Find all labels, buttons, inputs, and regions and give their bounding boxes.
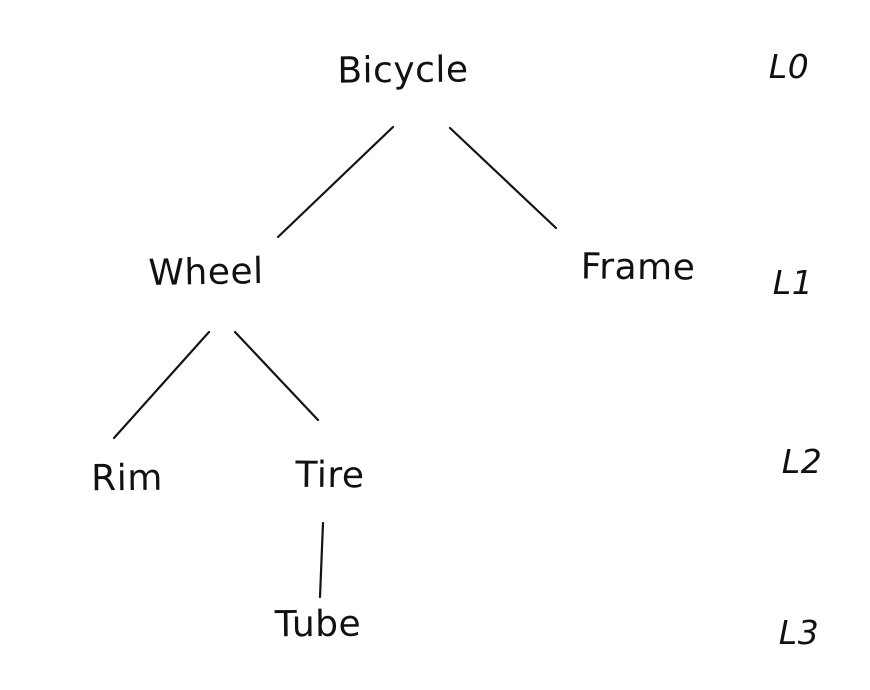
edge-wheel-rim xyxy=(112,330,211,440)
edge-wheel-tire xyxy=(233,330,320,422)
node-tire: Tire xyxy=(295,454,365,497)
node-rim: Rim xyxy=(91,457,163,500)
node-bicycle: Bicycle xyxy=(337,49,469,92)
edge-bicycle-frame xyxy=(448,126,558,230)
node-frame: Frame xyxy=(580,246,696,289)
level-label-l2: L2 xyxy=(781,442,823,481)
level-label-l0: L0 xyxy=(768,47,810,86)
level-label-l1: L1 xyxy=(772,263,814,302)
node-tube: Tube xyxy=(274,603,362,646)
edge-tire-tube xyxy=(318,521,325,599)
node-wheel: Wheel xyxy=(148,250,264,295)
edge-bicycle-wheel xyxy=(276,125,395,239)
level-label-l3: L3 xyxy=(778,613,820,652)
